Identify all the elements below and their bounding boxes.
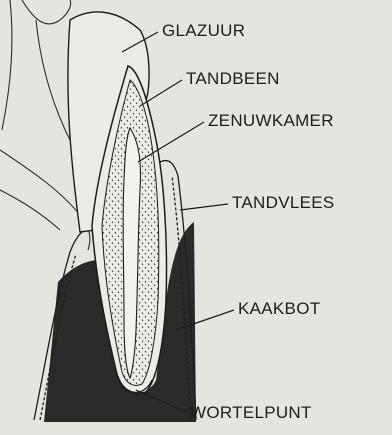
label-kaakbot: KAAKBOT xyxy=(238,300,320,317)
label-tandvlees: TANDVLEES xyxy=(232,194,335,211)
label-glazuur: GLAZUUR xyxy=(162,22,245,39)
label-tandbeen: TANDBEEN xyxy=(186,70,280,87)
label-wortelpunt: WORTELPUNT xyxy=(190,404,312,421)
leader-line-tandvlees xyxy=(180,204,228,210)
label-zenuwkamer: ZENUWKAMER xyxy=(208,112,334,129)
